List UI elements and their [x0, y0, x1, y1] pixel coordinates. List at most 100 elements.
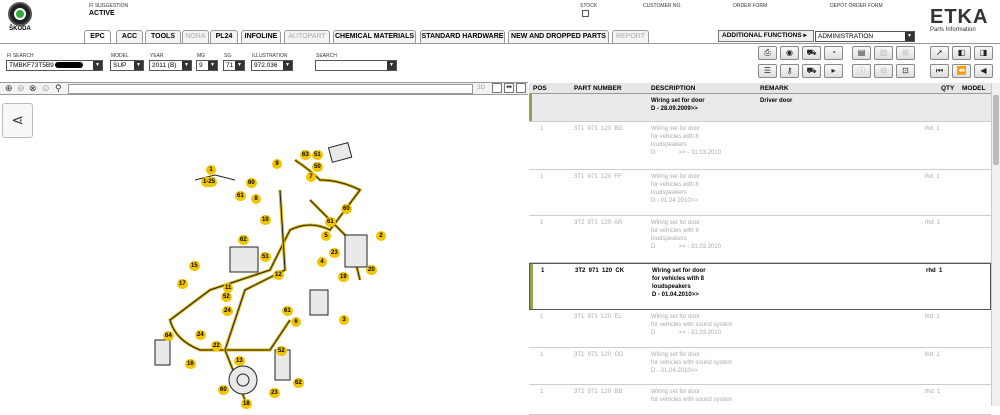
customer-no-label[interactable]: CUSTOMER NO.: [643, 3, 682, 9]
sg-select[interactable]: 71▼: [223, 60, 245, 71]
stock-checkbox[interactable]: [582, 10, 589, 17]
order-form-label[interactable]: ORDER FORM: [733, 3, 768, 9]
fi-search-input[interactable]: TMBKF73T5B9▼: [6, 60, 103, 71]
cart-icon[interactable]: ⊟: [874, 64, 893, 78]
share-icon[interactable]: ⋖: [2, 103, 33, 138]
callout-11[interactable]: 11: [223, 283, 234, 293]
col-pos[interactable]: POS: [533, 85, 547, 92]
zoom-in-icon[interactable]: ⊕: [5, 83, 13, 93]
callout-3[interactable]: 3: [339, 315, 349, 325]
callout-20[interactable]: 20: [366, 265, 377, 275]
page-forward-icon[interactable]: ◨: [974, 46, 993, 60]
zoom-fit-icon[interactable]: ⊗: [29, 83, 37, 93]
callout-60[interactable]: 60: [246, 178, 257, 188]
tab-report[interactable]: REPORT: [612, 30, 649, 43]
callout-24[interactable]: 24: [222, 306, 233, 316]
tab-acc[interactable]: ACC: [116, 30, 143, 43]
callout-12[interactable]: 12: [273, 270, 284, 280]
car-repair-icon[interactable]: ⛟: [802, 64, 821, 78]
key-icon[interactable]: ⚷: [780, 64, 799, 78]
callout-51[interactable]: 51: [260, 252, 271, 262]
callout-51[interactable]: 51: [312, 150, 323, 160]
callout-52[interactable]: 52: [221, 292, 232, 302]
callout-22[interactable]: 22: [211, 341, 222, 351]
callout-4[interactable]: 4: [317, 257, 327, 267]
cart-add-icon[interactable]: ⊞: [896, 46, 915, 60]
callout-1-25[interactable]: 1-25: [201, 177, 218, 187]
split-view-icon[interactable]: [492, 83, 502, 93]
depot-order-form-label[interactable]: DEPOT ORDER FORM: [830, 3, 883, 9]
play-icon[interactable]: ▸: [824, 64, 843, 78]
callout-13[interactable]: 13: [234, 356, 245, 366]
info-icon[interactable]: ⓘ: [852, 64, 871, 78]
previous-page-icon[interactable]: ⏪: [952, 64, 971, 78]
callout-2[interactable]: 2: [376, 231, 386, 241]
resize-icon[interactable]: ⇹: [504, 83, 514, 93]
illustration-select[interactable]: 972.036▼: [251, 60, 293, 71]
col-part-number[interactable]: PART NUMBER: [574, 85, 622, 92]
previous-icon[interactable]: ◀: [974, 64, 993, 78]
basket-icon[interactable]: ⊡: [896, 64, 915, 78]
scrollbar-thumb[interactable]: [993, 95, 999, 165]
callout-5[interactable]: 5: [321, 231, 331, 241]
magnifier-icon[interactable]: ⚲: [55, 83, 62, 93]
col-description[interactable]: DESCRIPTION: [651, 85, 696, 92]
scrollbar[interactable]: [991, 83, 1000, 406]
zoom-out-icon[interactable]: ⊖: [17, 83, 25, 93]
callout-1[interactable]: 1: [206, 165, 216, 175]
callout-15[interactable]: 15: [189, 261, 200, 271]
disk-icon[interactable]: ◉: [780, 46, 799, 60]
callout-63[interactable]: 63: [300, 150, 311, 160]
callout-61[interactable]: 61: [325, 217, 336, 227]
callout-24[interactable]: 24: [195, 330, 206, 340]
col-remark[interactable]: REMARK: [760, 85, 789, 92]
callout-7[interactable]: 7: [306, 172, 316, 182]
callout-17[interactable]: 17: [177, 279, 188, 289]
zoom-reset-icon[interactable]: ⊙: [42, 83, 50, 93]
callout-61[interactable]: 61: [235, 191, 246, 201]
callout-60[interactable]: 60: [341, 204, 352, 214]
page-back-icon[interactable]: ◧: [952, 46, 971, 60]
callout-62[interactable]: 62: [293, 378, 304, 388]
callout-16[interactable]: 16: [185, 359, 196, 369]
col-qty[interactable]: QTY: [941, 85, 955, 92]
tab-pl24[interactable]: PL24: [210, 30, 238, 43]
callout-52[interactable]: 52: [276, 346, 287, 356]
callout-50[interactable]: 50: [312, 162, 323, 172]
callout-18[interactable]: 18: [241, 399, 252, 409]
illustration-search-input[interactable]: [68, 84, 473, 94]
additional-functions-menu[interactable]: ADDITIONAL FUNCTIONS ▸: [718, 30, 814, 42]
tab-epc[interactable]: EPC: [84, 30, 111, 44]
callout-23[interactable]: 23: [269, 388, 280, 398]
callout-8[interactable]: 8: [251, 194, 261, 204]
callout-64[interactable]: 64: [163, 331, 174, 341]
callout-6[interactable]: 6: [291, 317, 301, 327]
mg-select[interactable]: 9▼: [196, 60, 218, 71]
callout-10[interactable]: 10: [260, 215, 271, 225]
bulletin-icon[interactable]: ▤: [852, 46, 871, 60]
document-icon[interactable]: ▥: [874, 46, 893, 60]
callout-61[interactable]: 61: [282, 306, 293, 316]
tab-nora[interactable]: NORA: [182, 30, 209, 43]
tab-chemical-materials[interactable]: CHEMICAL MATERIALS: [333, 30, 416, 43]
first-page-icon[interactable]: ⏮: [930, 64, 949, 78]
callout-60[interactable]: 60: [218, 385, 229, 395]
callout-62[interactable]: 62: [238, 235, 249, 245]
list-icon[interactable]: ☰: [758, 64, 777, 78]
tab-new-and-dropped-parts[interactable]: NEW AND DROPPED PARTS: [508, 30, 609, 43]
callout-23[interactable]: 23: [329, 248, 340, 258]
search-select[interactable]: ▼: [315, 60, 397, 71]
print-icon[interactable]: ⎙: [758, 46, 777, 60]
callout-9[interactable]: 9: [272, 159, 282, 169]
pin-icon[interactable]: ➚: [930, 46, 949, 60]
3d-icon[interactable]: 3D: [477, 84, 486, 91]
tab-tools[interactable]: TOOLS: [145, 30, 181, 43]
speedometer-icon[interactable]: ◔: [824, 46, 843, 60]
tab-autopart[interactable]: AUTOPART: [284, 30, 330, 43]
